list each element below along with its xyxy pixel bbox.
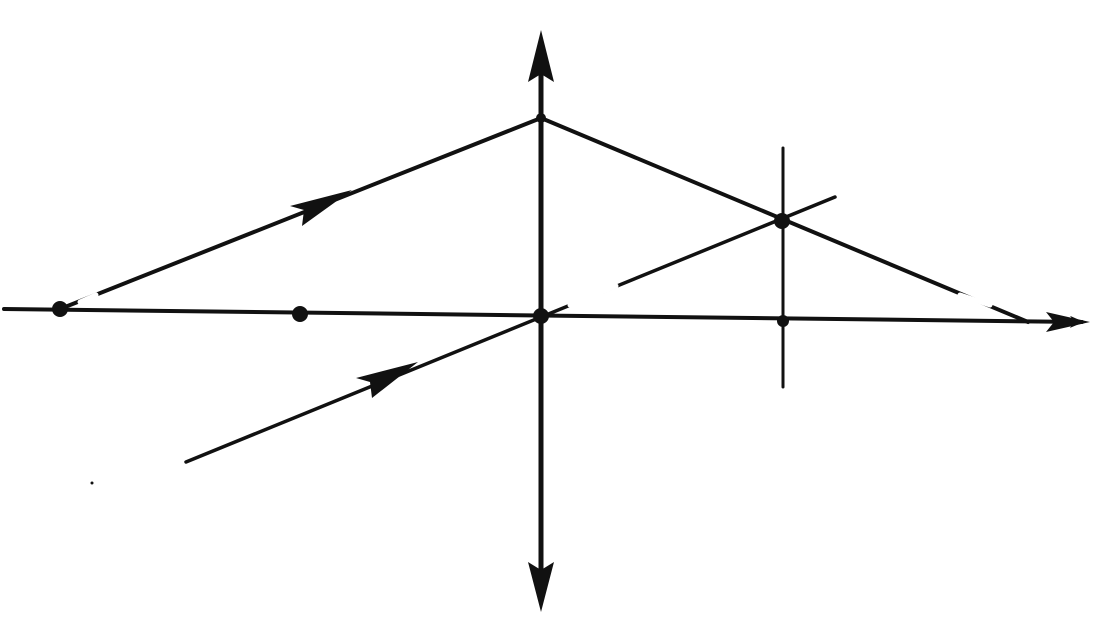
incident-ray <box>58 116 543 311</box>
lens-top-ray-point <box>536 113 546 123</box>
image-side-focus-point <box>777 315 789 327</box>
far-left-axis-point <box>52 301 68 317</box>
lens-top-arrowhead <box>528 30 554 82</box>
incident-ray-arrowhead <box>290 190 352 226</box>
optical-center-point <box>533 308 549 324</box>
auxiliary-ray-arrowhead <box>356 362 418 398</box>
line-gaps <box>77 283 993 308</box>
lens-bottom-arrowhead <box>528 562 554 612</box>
focal-plane-intersection-point <box>774 213 790 229</box>
object-side-focus-point <box>292 306 308 322</box>
scan-speck <box>90 481 94 485</box>
auxiliary-ray <box>184 195 837 464</box>
